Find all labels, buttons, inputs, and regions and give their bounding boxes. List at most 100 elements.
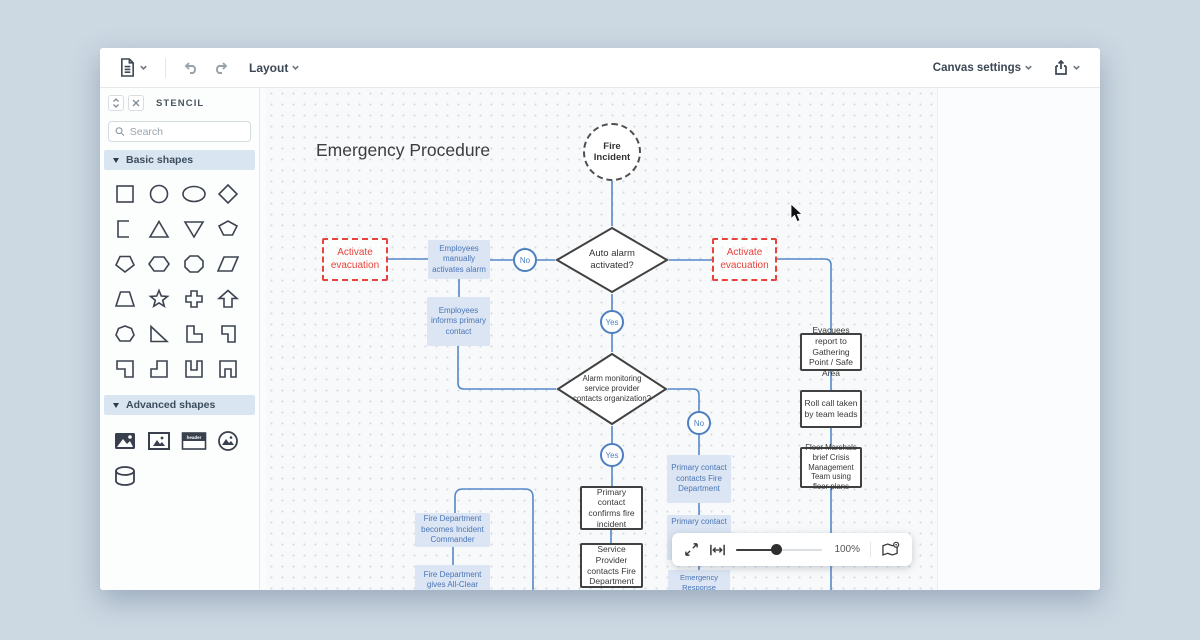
node-label: No (519, 255, 531, 265)
shape-circle[interactable] (146, 182, 172, 206)
section-basic-shapes[interactable]: Basic shapes (104, 150, 255, 170)
zoom-control-panel: 100% (672, 533, 912, 566)
reorder-panel-button[interactable] (108, 95, 124, 111)
zoom-slider[interactable] (736, 544, 823, 556)
node-fd-becomes-incident-commander[interactable]: Fire Department becomes Incident Command… (415, 513, 490, 547)
shape-parallelogram[interactable] (215, 252, 241, 276)
search-input[interactable] (129, 125, 244, 138)
node-floor-marshals[interactable]: Floor Marshals brief Crisis Management T… (800, 443, 862, 491)
node-evacuees-report[interactable]: Evacuees report to Gathering Point / Saf… (800, 325, 862, 378)
shape-corner-shape[interactable] (215, 322, 241, 346)
zoom-slider-fill (736, 548, 777, 551)
basic-shapes-grid (100, 170, 259, 391)
chevron-down-icon (1025, 65, 1032, 70)
node-no-1[interactable]: No (513, 248, 537, 272)
node-fd-gives-all-clear[interactable]: Fire Department gives All-Clear (415, 565, 490, 590)
shape-shield[interactable] (215, 217, 241, 241)
shape-hook-shape[interactable] (112, 357, 138, 381)
shape-pentagon[interactable] (112, 252, 138, 276)
shape-right-triangle[interactable] (146, 322, 172, 346)
layout-menu-button[interactable]: Layout (244, 57, 305, 79)
canvas-settings-label: Canvas settings (932, 61, 1021, 74)
node-primary-contact-confirms[interactable]: Primary contact confirms fire incident (580, 486, 643, 530)
shape-diamond[interactable] (215, 182, 241, 206)
node-emergency-response[interactable]: Emergency Response (668, 570, 730, 590)
node-label: Yes (605, 450, 619, 460)
node-label: Primary contact (671, 517, 727, 526)
node-auto-alarm-activated[interactable]: Auto alarm activated? (555, 226, 669, 294)
node-activate-evacuation-right[interactable]: Activate evacuation (712, 238, 777, 281)
diagram-canvas[interactable]: Emergency Procedure Fire Incident Activa… (260, 88, 1100, 590)
node-primary-contact-contacts-fd[interactable]: Primary contact contacts Fire Department (667, 455, 731, 503)
shape-j-shape[interactable] (146, 357, 172, 381)
node-label: Employees manually activates alarm (432, 243, 486, 274)
panel-divider (870, 542, 871, 557)
node-employees-manually-activates-alarm[interactable]: Employees manually activates alarm (428, 240, 490, 279)
navigator-map-button[interactable] (881, 541, 900, 558)
shape-octagon[interactable] (181, 252, 207, 276)
node-label: Primary contact contacts Fire Department (671, 463, 727, 494)
node-label: Yes (605, 317, 619, 327)
shape-hexagon[interactable] (146, 252, 172, 276)
shape-cross[interactable] (181, 287, 207, 311)
close-panel-button[interactable] (128, 95, 144, 111)
layout-menu-label: Layout (249, 60, 289, 75)
shape-open-bracket[interactable] (112, 217, 138, 241)
node-fire-incident[interactable]: Fire Incident (583, 123, 641, 181)
collapse-arrow-icon (113, 402, 119, 408)
node-label: Evacuees report to Gathering Point / Saf… (809, 325, 853, 378)
chevron-down-icon (292, 65, 300, 70)
shape-heptagon[interactable] (112, 322, 138, 346)
stencil-panel-header: STENCIL (100, 88, 259, 115)
expand-icon (685, 543, 698, 556)
diagram-title[interactable]: Emergency Procedure (316, 140, 491, 160)
node-label: Service Provider contacts Fire Departmen… (587, 544, 636, 587)
node-service-provider-contacts-fd[interactable]: Service Provider contacts Fire Departmen… (580, 543, 643, 588)
shape-search[interactable] (108, 121, 251, 142)
node-label: Auto alarm activated? (589, 248, 635, 271)
node-roll-call[interactable]: Roll call taken by team leads (800, 390, 862, 428)
shape-u-shape[interactable] (181, 357, 207, 381)
zoom-slider-knob[interactable] (770, 544, 782, 555)
fit-to-width-button[interactable] (709, 543, 726, 557)
zoom-level-value: 100% (834, 544, 861, 555)
document-menu-button[interactable] (114, 54, 153, 81)
shape-ellipse[interactable] (181, 182, 207, 206)
shape-framed-image[interactable] (146, 429, 172, 453)
node-yes-1[interactable]: Yes (600, 310, 624, 334)
redo-button[interactable] (208, 57, 234, 79)
chevron-down-icon (1073, 65, 1080, 70)
shape-trapezoid[interactable] (112, 287, 138, 311)
node-employees-informs-primary-contact[interactable]: Employees informs primary contact (427, 297, 490, 346)
node-label: Employees informs primary contact (430, 305, 487, 336)
shape-square[interactable] (112, 182, 138, 206)
undo-button[interactable] (178, 57, 204, 79)
shape-star[interactable] (146, 287, 172, 311)
shape-triangle[interactable] (146, 217, 172, 241)
fit-width-icon (710, 544, 725, 555)
shape-l-shape[interactable] (181, 322, 207, 346)
section-advanced-shapes[interactable]: Advanced shapes (104, 395, 255, 415)
export-button[interactable] (1048, 55, 1086, 80)
node-alarm-monitoring[interactable]: Alarm monitoring service provider contac… (556, 352, 668, 426)
shape-cylinder[interactable] (112, 464, 138, 488)
stencil-sidebar: STENCIL Basic shapes (100, 88, 260, 590)
shape-circle-image[interactable] (215, 429, 241, 453)
header-card-label: header (186, 435, 201, 440)
node-yes-2[interactable]: Yes (600, 443, 624, 467)
canvas-settings-button[interactable]: Canvas settings (928, 58, 1038, 78)
shape-arrow-up[interactable] (215, 287, 241, 311)
search-icon (115, 127, 125, 136)
node-activate-evacuation-left[interactable]: Activate evacuation (322, 238, 388, 281)
shape-header-card[interactable]: header (181, 429, 207, 453)
shape-image[interactable] (112, 429, 138, 453)
toolbar-divider (165, 57, 166, 78)
node-no-2[interactable]: No (687, 411, 711, 435)
collapse-arrow-icon (113, 157, 119, 163)
node-label: Fire Department becomes Incident Command… (421, 514, 484, 545)
node-label: Fire Incident (593, 140, 631, 163)
fullscreen-button[interactable] (684, 542, 699, 557)
shape-bridge-shape[interactable] (215, 357, 241, 381)
export-icon (1055, 59, 1067, 75)
shape-inverted-triangle[interactable] (181, 217, 207, 241)
